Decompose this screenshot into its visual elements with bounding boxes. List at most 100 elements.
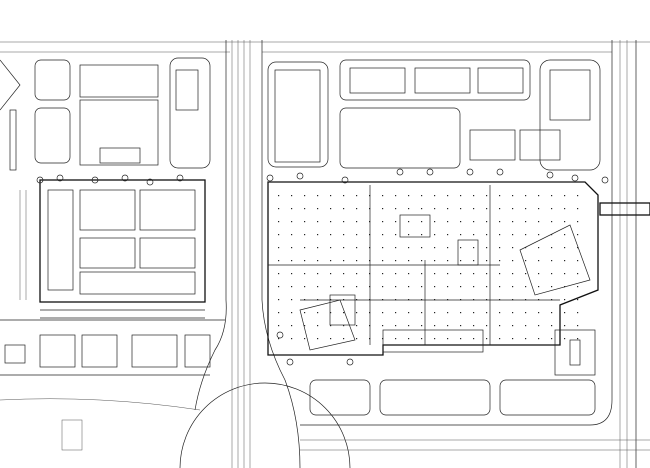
column-mark <box>473 273 475 275</box>
column-mark <box>421 286 423 288</box>
column-mark <box>369 273 371 275</box>
column-mark <box>447 273 449 275</box>
column-mark <box>356 195 358 197</box>
column-mark <box>460 325 462 327</box>
column-mark <box>330 221 332 223</box>
column-mark <box>421 325 423 327</box>
column-mark <box>434 325 436 327</box>
column-mark <box>382 247 384 249</box>
column-mark <box>538 338 540 340</box>
column-mark <box>330 325 332 327</box>
column-mark <box>330 208 332 210</box>
trees <box>36 168 609 366</box>
column-mark <box>421 234 423 236</box>
column-mark <box>525 260 527 262</box>
column-mark <box>577 195 579 197</box>
column-mark <box>499 338 501 340</box>
column-mark <box>564 221 566 223</box>
column-mark <box>447 208 449 210</box>
column-mark <box>304 273 306 275</box>
column-mark <box>382 325 384 327</box>
column-mark <box>499 273 501 275</box>
column-mark <box>538 208 540 210</box>
column-mark <box>512 208 514 210</box>
column-mark <box>408 208 410 210</box>
column-mark <box>525 338 527 340</box>
column-mark <box>434 208 436 210</box>
column-mark <box>564 195 566 197</box>
column-mark <box>512 312 514 314</box>
west-building <box>19 179 206 319</box>
column-mark <box>577 273 579 275</box>
column-mark <box>486 299 488 301</box>
column-mark <box>343 208 345 210</box>
column-mark <box>486 221 488 223</box>
column-mark <box>330 299 332 301</box>
column-mark <box>421 273 423 275</box>
column-mark <box>382 273 384 275</box>
column-mark <box>291 247 293 249</box>
column-mark <box>278 338 280 340</box>
column-mark <box>356 234 358 236</box>
column-mark <box>317 299 319 301</box>
column-mark <box>473 234 475 236</box>
column-mark <box>343 338 345 340</box>
column-mark <box>291 273 293 275</box>
column-mark <box>395 299 397 301</box>
tree-symbol <box>571 174 579 182</box>
column-mark <box>408 325 410 327</box>
column-mark <box>356 208 358 210</box>
column-mark <box>460 273 462 275</box>
column-mark <box>421 221 423 223</box>
column-mark <box>291 286 293 288</box>
column-mark <box>291 234 293 236</box>
column-mark <box>460 208 462 210</box>
column-mark <box>434 338 436 340</box>
column-mark <box>369 208 371 210</box>
column-mark <box>343 325 345 327</box>
column-mark <box>499 312 501 314</box>
column-mark <box>434 273 436 275</box>
column-mark <box>330 260 332 262</box>
column-mark <box>317 208 319 210</box>
column-mark <box>473 260 475 262</box>
column-mark <box>330 247 332 249</box>
column-mark <box>408 286 410 288</box>
column-mark <box>525 195 527 197</box>
column-mark <box>577 208 579 210</box>
tree-symbol <box>466 168 474 176</box>
tree-symbol <box>496 168 504 176</box>
column-mark <box>577 325 579 327</box>
column-mark <box>382 208 384 210</box>
column-mark <box>382 260 384 262</box>
column-mark <box>525 247 527 249</box>
column-mark <box>512 221 514 223</box>
column-mark <box>304 286 306 288</box>
column-mark <box>330 234 332 236</box>
column-mark <box>291 312 293 314</box>
column-mark <box>434 234 436 236</box>
tree-symbol <box>176 174 184 182</box>
tree-symbol <box>286 358 294 366</box>
column-mark <box>551 312 553 314</box>
column-mark <box>551 325 553 327</box>
column-mark <box>434 195 436 197</box>
column-mark <box>330 338 332 340</box>
column-mark <box>577 286 579 288</box>
column-mark <box>447 247 449 249</box>
column-mark <box>421 299 423 301</box>
column-mark <box>473 286 475 288</box>
column-mark <box>369 234 371 236</box>
column-mark <box>278 195 280 197</box>
column-mark <box>551 260 553 262</box>
column-mark <box>525 273 527 275</box>
column-mark <box>473 325 475 327</box>
tree-symbol <box>56 174 64 182</box>
column-mark <box>343 260 345 262</box>
pedestrian-bridge <box>599 202 650 216</box>
column-mark <box>304 208 306 210</box>
column-mark <box>291 208 293 210</box>
northeast-blocks <box>267 59 601 171</box>
column-mark <box>304 221 306 223</box>
column-mark <box>460 299 462 301</box>
